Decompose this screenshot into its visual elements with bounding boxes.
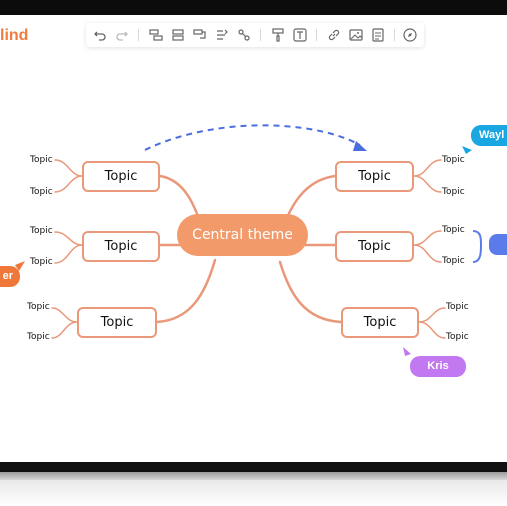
insert-subtopic-icon[interactable]	[170, 27, 186, 43]
subtopic-left-1a[interactable]: Topic	[30, 155, 53, 165]
app-logo: lind	[0, 27, 29, 44]
main-topic-right-1[interactable]: Topic	[335, 161, 414, 192]
app-screen: lind	[0, 15, 507, 462]
explore-icon[interactable]	[402, 27, 418, 43]
main-topic-right-2[interactable]: Topic	[335, 231, 414, 262]
toolbar-divider	[138, 29, 139, 41]
redo-icon[interactable]	[114, 27, 130, 43]
image-icon[interactable]	[348, 27, 364, 43]
device-top-bezel	[0, 0, 507, 15]
subtopic-left-2a[interactable]: Topic	[30, 226, 53, 236]
summary-icon[interactable]	[236, 27, 252, 43]
subtopic-right-3b[interactable]: Topic	[446, 332, 469, 342]
cursor-pointer-icon	[462, 146, 472, 154]
device-shadow	[0, 480, 507, 506]
subtopic-right-2a[interactable]: Topic	[442, 225, 465, 235]
toolbar-divider	[260, 29, 261, 41]
device-base	[0, 472, 507, 480]
main-topic-left-3[interactable]: Topic	[77, 307, 157, 338]
link-icon[interactable]	[326, 27, 342, 43]
relationship-line[interactable]	[144, 124, 361, 151]
cursor-pointer-icon	[403, 347, 411, 356]
main-topic-right-3[interactable]: Topic	[341, 307, 419, 338]
subtopic-right-1a[interactable]: Topic	[442, 155, 465, 165]
subtopic-left-1b[interactable]: Topic	[30, 187, 53, 197]
branch-left-3	[155, 258, 217, 324]
summary-bracket[interactable]	[472, 230, 483, 263]
insert-parent-icon[interactable]	[192, 27, 208, 43]
subtopic-right-1b[interactable]: Topic	[442, 187, 465, 197]
branch-right-3	[278, 260, 343, 324]
central-topic[interactable]: Central theme	[177, 214, 308, 256]
insert-topic-icon[interactable]	[148, 27, 164, 43]
subtopic-right-3a[interactable]: Topic	[446, 302, 469, 312]
subtopic-right-2b[interactable]: Topic	[442, 256, 465, 266]
summary-label-partial[interactable]	[489, 234, 507, 255]
main-topic-left-1[interactable]: Topic	[82, 161, 160, 192]
device-bottom-bezel	[0, 462, 507, 472]
subtopic-left-2b[interactable]: Topic	[30, 257, 53, 267]
toolbar	[86, 23, 424, 47]
relationship-icon[interactable]	[214, 27, 230, 43]
note-icon[interactable]	[370, 27, 386, 43]
collaborator-tag-er: er	[0, 266, 20, 287]
format-painter-icon[interactable]	[270, 27, 286, 43]
subtopic-left-3b[interactable]: Topic	[27, 332, 50, 342]
toolbar-divider	[316, 29, 317, 41]
text-style-icon[interactable]	[292, 27, 308, 43]
undo-icon[interactable]	[92, 27, 108, 43]
collaborator-tag-kris: Kris	[410, 356, 466, 377]
relationship-arrowhead	[353, 141, 367, 151]
toolbar-divider	[394, 29, 395, 41]
main-topic-left-2[interactable]: Topic	[82, 231, 160, 262]
subtopic-left-3a[interactable]: Topic	[27, 302, 50, 312]
collaborator-tag-wayl: Wayl	[471, 125, 507, 146]
